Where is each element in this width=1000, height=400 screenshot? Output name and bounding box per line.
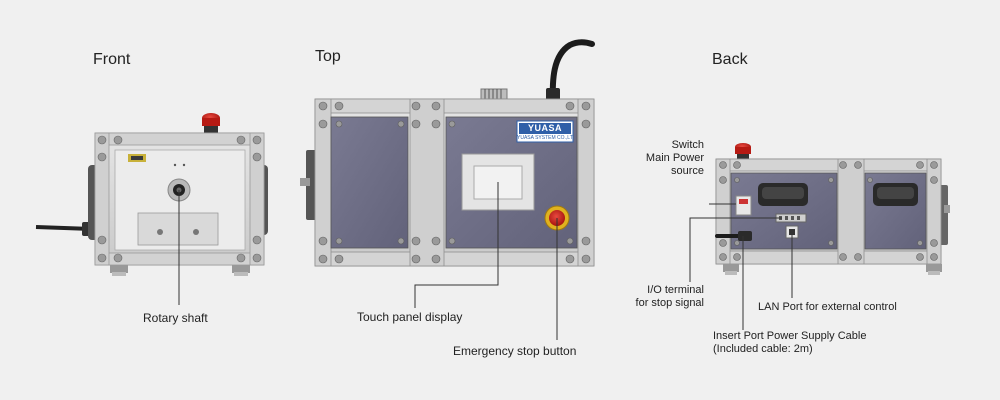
callout-insert-line1: Insert Port Power Supply Cable [713,330,867,342]
callout-switch-line1: Switch [671,139,704,151]
callout-switch: Switch Main Power source [640,139,704,178]
front-view-device [35,113,268,305]
callout-lan-port: LAN Port for external control [758,301,897,313]
callout-switch-line3: source [670,165,704,177]
brand-badge-text: YUASA [527,123,562,133]
view-title-back: Back [712,51,748,68]
callout-touch-panel: Touch panel display [357,310,463,324]
view-title-front: Front [93,51,131,68]
callout-io-line1: I/O terminal [647,284,704,296]
callout-rotary-shaft: Rotary shaft [143,311,208,325]
callout-insert-line2: (Included cable: 2m) [713,343,813,355]
callout-io-line2: for stop signal [635,297,704,309]
callout-insert-port: Insert Port Power Supply Cable (Included… [713,330,866,356]
view-title-top: Top [315,48,341,65]
top-view-device [300,39,595,340]
callout-emergency-stop: Emergency stop button [453,344,577,358]
back-view-device [689,143,950,330]
brand-badge-subtitle: YUASA SYSTEM CO.,LTD. [517,135,573,141]
callout-switch-line2: Main Power [645,152,704,164]
callout-io-terminal: I/O terminal for stop signal [629,284,704,310]
